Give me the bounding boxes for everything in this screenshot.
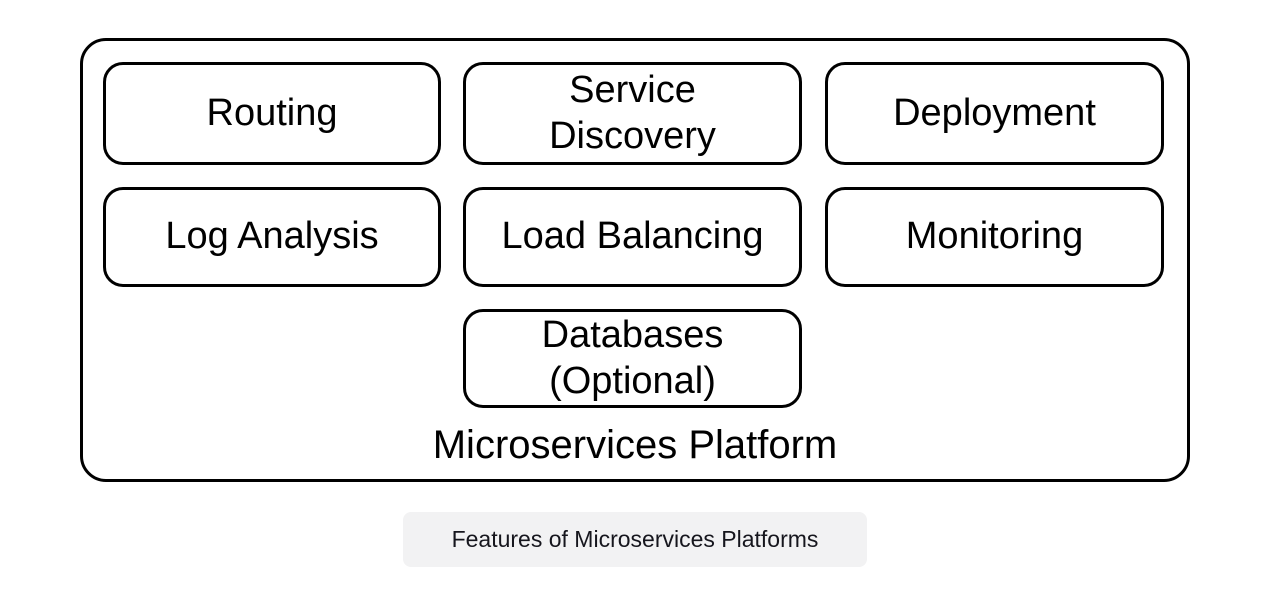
platform-label: Microservices Platform (432, 423, 838, 467)
node-deployment: Deployment (825, 62, 1164, 165)
node-log-analysis: Log Analysis (103, 187, 441, 287)
node-databases-optional: Databases (Optional) (463, 309, 802, 408)
node-routing: Routing (103, 62, 441, 165)
platform-container: Routing Service Discovery Deployment Log… (80, 38, 1190, 482)
node-monitoring: Monitoring (825, 187, 1164, 287)
node-load-balancing: Load Balancing (463, 187, 802, 287)
node-service-discovery: Service Discovery (463, 62, 802, 165)
diagram-caption: Features of Microservices Platforms (403, 512, 867, 567)
